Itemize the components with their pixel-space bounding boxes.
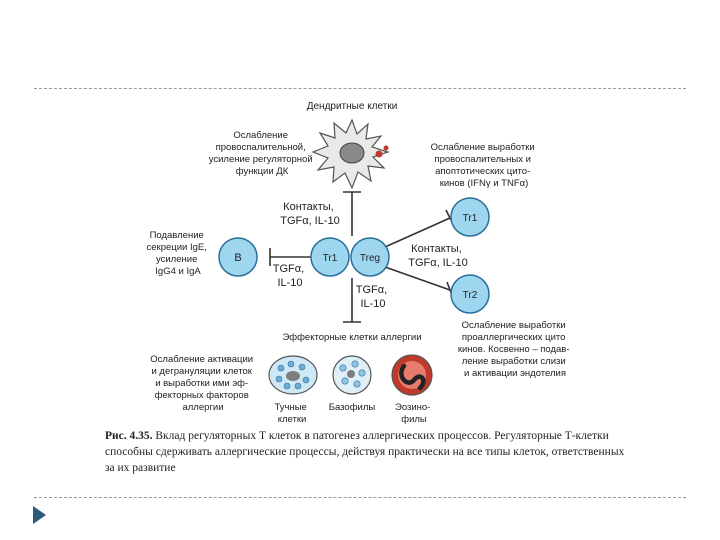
tgf-left-text: TGFα, IL-10 [273, 263, 307, 289]
tr1-cell-label: Tr1 [323, 253, 338, 264]
effector-effect-text: Ослабление активации и дегрануляции клет… [150, 354, 255, 413]
figure-caption-text: Вклад регуляторных Т клеток в патогенез … [105, 430, 625, 474]
b-effect-text: Подавление секреции IgE, усиление IgG4 и… [147, 230, 210, 277]
figure-caption-label: Рис. 4.35. [105, 430, 153, 442]
inhibition-lines [269, 191, 455, 323]
basophil-icon [332, 355, 372, 395]
mast-cell-label: Тучные клетки [275, 402, 310, 425]
contacts-upper-text: Контакты, TGFα, IL-10 [280, 201, 340, 227]
treg-cell-label: Treg [360, 253, 380, 264]
tr1-right-cell [450, 197, 490, 237]
tr2-effect-text: Ослабление выработки проаллергических ци… [458, 320, 572, 379]
tgf-bottom-text: TGFα, IL-10 [356, 284, 390, 310]
tr2-right-cell [450, 274, 490, 314]
top-divider [34, 88, 686, 89]
figure-caption: Рис. 4.35. Вклад регуляторных Т клеток в… [105, 428, 625, 476]
dendritic-title: Дендритные клетки [307, 101, 398, 112]
tr2-right-label: Tr2 [463, 290, 478, 301]
tr1-effect-text: Ослабление выработки провоспалительных и… [431, 142, 538, 189]
eosinophil-icon [391, 354, 433, 396]
tr1-right-label: Tr1 [463, 213, 478, 224]
basophil-label: Базофилы [329, 402, 376, 413]
treg-cell [350, 237, 390, 277]
mast-cell-icon [268, 355, 318, 395]
treg-diagram: B Tr1 Treg Tr1 Tr2 Дендритные клетки Осл… [147, 101, 572, 425]
dendritic-cell-icon [311, 118, 390, 190]
nav-arrow-icon[interactable] [33, 506, 46, 524]
tr1-cell [310, 237, 350, 277]
contacts-right-text: Контакты, TGFα, IL-10 [408, 243, 468, 269]
bottom-divider [34, 497, 686, 498]
dc-effect-text: Ослабление провоспалительной, усиление р… [209, 130, 316, 177]
b-cell [218, 237, 258, 277]
effector-title: Эффекторные клетки аллергии [282, 332, 421, 343]
eosinophil-label: Эозино- филы [395, 402, 433, 425]
b-cell-label: B [234, 252, 241, 264]
